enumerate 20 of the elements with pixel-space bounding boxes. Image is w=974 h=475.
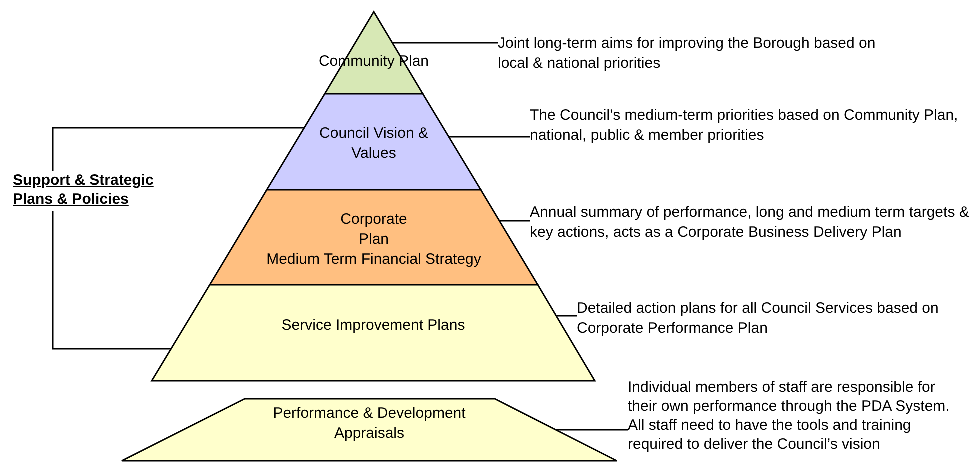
pyramid-tier (267, 94, 481, 190)
leader-line (556, 315, 577, 317)
side-heading: Support & Strategic Plans & Policies (13, 171, 155, 209)
description-text: Annual summary of performance, long and medium term targets & key actions, acts as a Corporate Business Delivery Plan (530, 203, 970, 243)
leader-line (392, 42, 498, 44)
description-text: Individual members of staff are responsible for their own performance through the PDA System. All staff need to have the tools and training required to deliver the Council’s vision (628, 378, 951, 454)
bracket-line (52, 127, 304, 171)
description-text: Joint long-term aims for improving the Borough based on local & national priorities (498, 34, 877, 74)
description-text: The Council’s medium-term priorities based on Community Plan, national, public & member priorities (530, 106, 960, 146)
description-text: Detailed action plans for all Council Services based on Corporate Performance Plan (577, 299, 940, 339)
tier-label: Corporate Plan (340, 210, 408, 250)
tier-label: Service Improvement Plans (280, 316, 466, 336)
base-trapezoid (122, 399, 617, 461)
tier-label: Council Vision & Values (318, 124, 430, 164)
leader-line (556, 429, 628, 431)
leader-line (500, 220, 530, 222)
leader-line (448, 136, 530, 138)
tier-label: Performance & Development Appraisals (272, 404, 467, 444)
tier-label: Medium Term Financial Strategy (266, 250, 482, 270)
bracket-line (52, 211, 172, 350)
